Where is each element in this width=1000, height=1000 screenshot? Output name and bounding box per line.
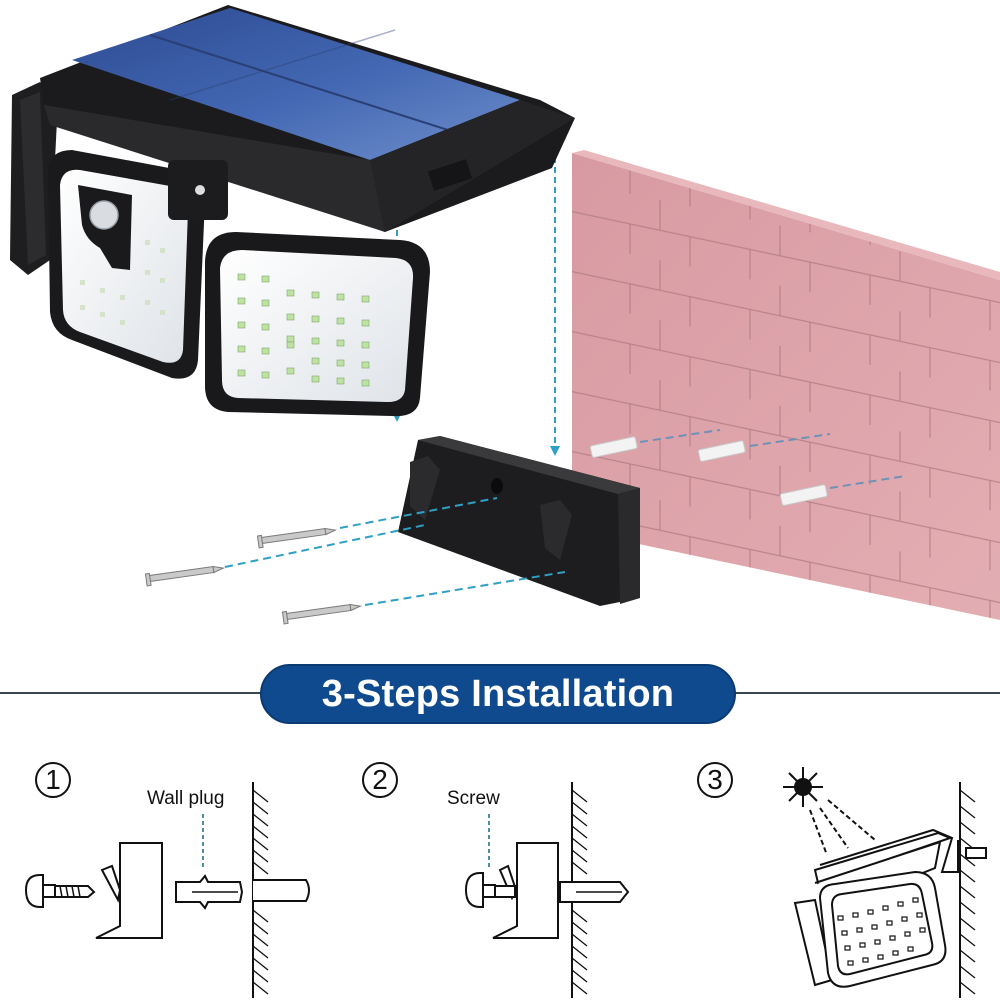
product-illustration — [10, 5, 1000, 625]
product-illustration-svg — [10, 5, 1000, 625]
divider-right — [734, 692, 1000, 694]
led-head-side — [10, 82, 58, 275]
step-3-diagram — [783, 767, 987, 998]
step-1-number: 1 — [35, 762, 71, 798]
step-3-number: 3 — [697, 762, 733, 798]
screw-icon — [24, 874, 96, 908]
step-1-diagram — [24, 782, 310, 998]
step-2-label: Screw — [447, 788, 500, 809]
installation-banner: 3-Steps Installation — [260, 664, 736, 724]
bracket-icon — [95, 842, 163, 939]
stone-wall — [572, 150, 1000, 620]
led-head-right — [205, 232, 430, 417]
screw-guide-lines — [224, 497, 566, 606]
screw-icon — [464, 872, 516, 908]
solar-panel — [40, 5, 575, 232]
sunlight-rays — [809, 799, 876, 856]
pivot-joint — [168, 160, 228, 220]
wall-plugs — [589, 429, 906, 506]
step-1-label: Wall plug — [147, 788, 225, 809]
wall-section-icon — [959, 782, 976, 998]
led-dots — [837, 897, 926, 966]
mounting-bracket — [398, 436, 640, 606]
banner-title: 3-Steps Installation — [321, 672, 675, 715]
wall-plug-icon — [559, 881, 630, 903]
led-grid — [237, 273, 370, 387]
led-head-left — [48, 150, 205, 379]
motion-sensor-icon — [89, 200, 119, 230]
step-2-number: 2 — [362, 762, 398, 798]
sun-icon — [783, 767, 823, 807]
step-2-diagram — [464, 782, 630, 998]
solar-light-icon — [793, 828, 987, 988]
divider-left — [0, 692, 262, 694]
wall-section-icon — [252, 782, 310, 998]
screws — [144, 527, 363, 625]
wall-plug-icon — [175, 874, 244, 910]
